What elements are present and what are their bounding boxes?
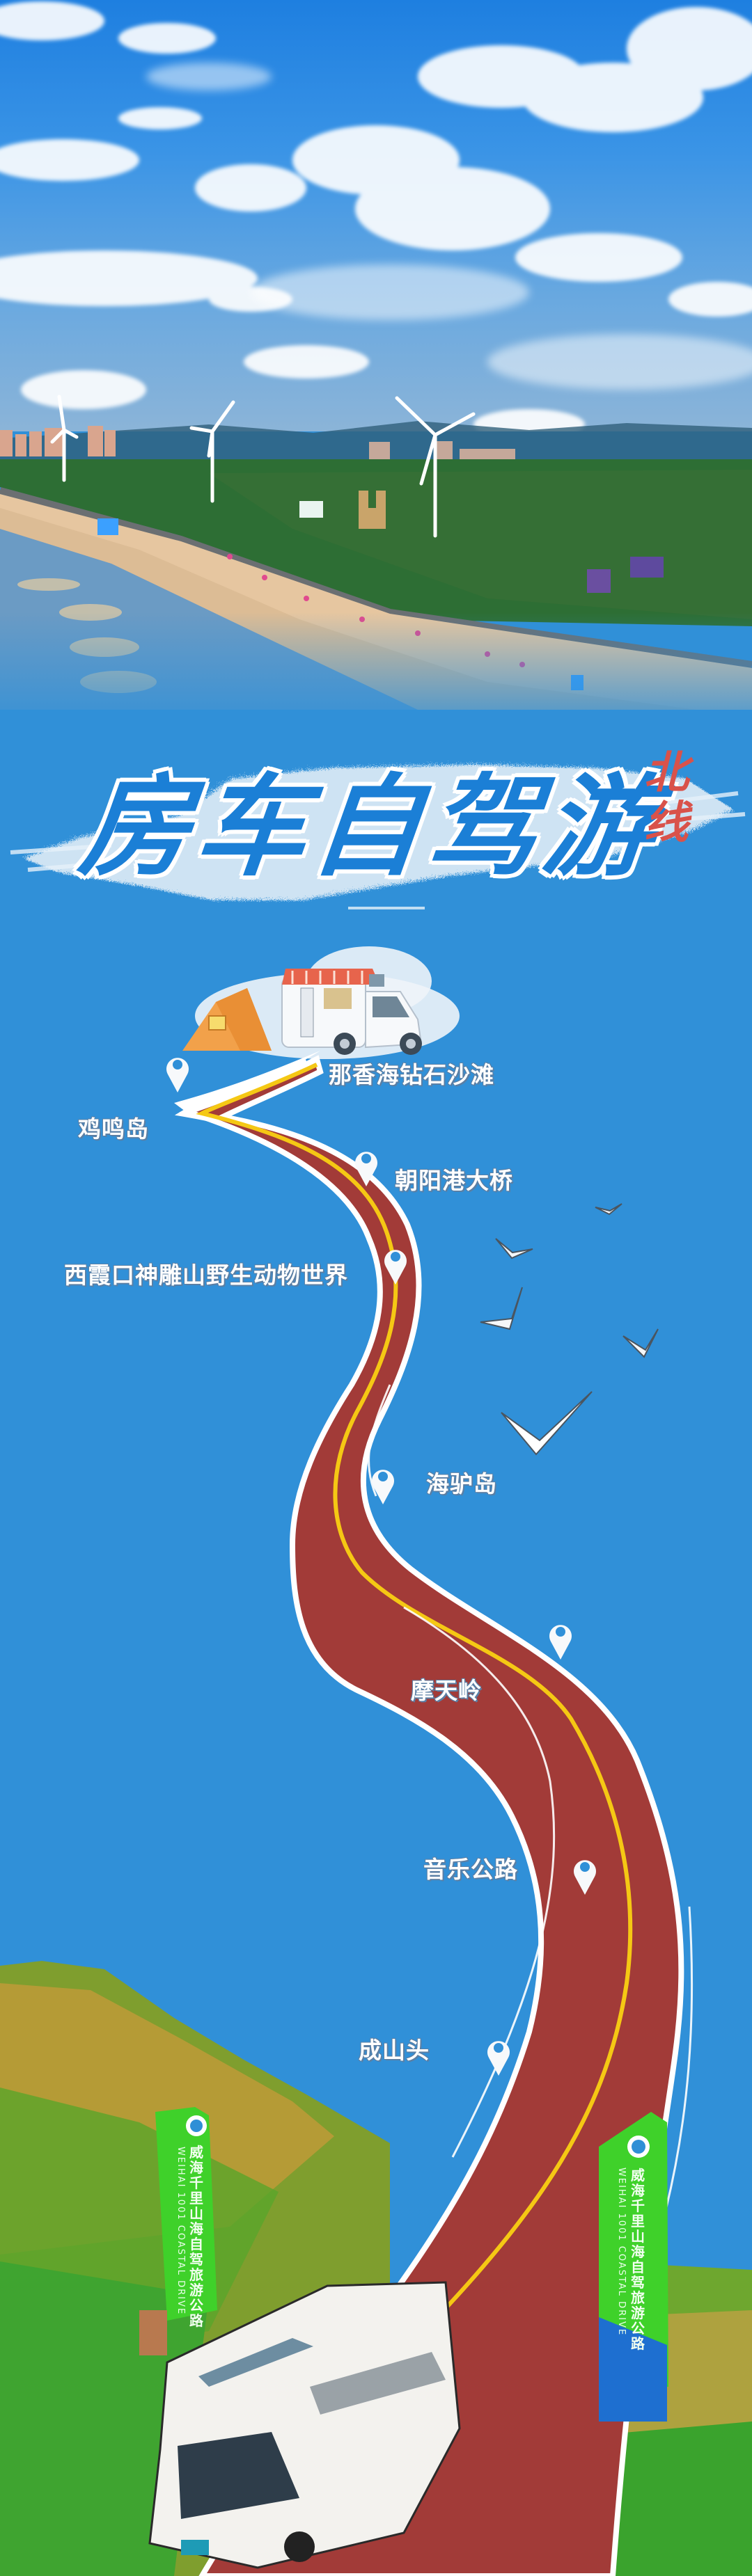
left-sign bbox=[139, 2107, 217, 2355]
stop-label-chengshantou: 成山头 bbox=[359, 2037, 430, 2064]
left-sign-cn: 威海千里山海自驾旅游公路 bbox=[189, 2144, 203, 2329]
stop-label-yinyuegonglu: 音乐公路 bbox=[423, 1856, 518, 1883]
pin-icon bbox=[549, 1625, 572, 1660]
road-center-line bbox=[196, 1063, 633, 2368]
photo-fade bbox=[0, 612, 752, 765]
stop-label-jimingdao: 鸡鸣岛 bbox=[78, 1115, 149, 1143]
stop-label-naxianghai: 那香海钻石沙滩 bbox=[329, 1061, 494, 1088]
camping-rv-illustration bbox=[182, 946, 460, 1059]
pin-icon bbox=[372, 1470, 394, 1504]
right-sign bbox=[599, 2112, 668, 2422]
road-surface bbox=[179, 1055, 684, 2576]
pin-icon bbox=[574, 1860, 596, 1895]
clouds-illustration bbox=[0, 1, 752, 431]
rv-vehicle bbox=[148, 2281, 461, 2569]
stop-label-chaoyanggang: 朝阳港大桥 bbox=[395, 1167, 513, 1194]
pin-icon bbox=[384, 1250, 407, 1285]
right-sign-cn: 威海千里山海自驾旅游公路 bbox=[631, 2167, 645, 2352]
stop-label-xixiakou: 西霞口神雕山野生动物世界 bbox=[64, 1262, 348, 1289]
right-sign-en: WEIHAI 1001 COASTAL DRIVE bbox=[616, 2168, 627, 2337]
stop-label-motianling: 摩天岭 bbox=[411, 1677, 482, 1704]
poster-subtitle: 北线 bbox=[644, 747, 689, 849]
map-pins bbox=[166, 1058, 596, 2076]
seagulls bbox=[480, 1203, 659, 1456]
pin-icon bbox=[166, 1058, 189, 1092]
left-sign-en: WEIHAI 1001 COASTAL DRIVE bbox=[175, 2147, 186, 2316]
pin-icon bbox=[355, 1152, 377, 1186]
brush-stroke-background bbox=[10, 762, 746, 909]
sky-photo bbox=[0, 0, 752, 431]
stop-label-hailvdao: 海驴岛 bbox=[426, 1470, 497, 1497]
pin-icon bbox=[487, 2041, 510, 2076]
